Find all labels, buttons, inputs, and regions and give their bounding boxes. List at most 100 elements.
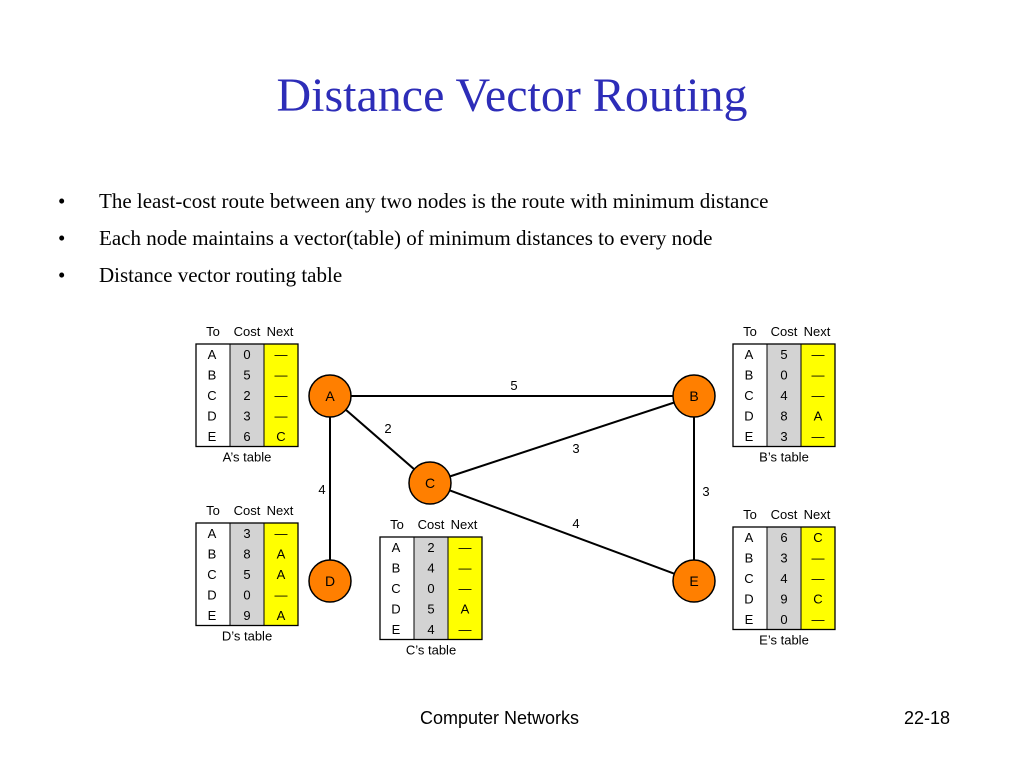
table-header: To: [206, 503, 220, 518]
table-border: [379, 536, 483, 641]
table-cell-to: E: [392, 622, 401, 637]
table-header: Next: [451, 517, 478, 532]
table-cell-to: C: [207, 567, 216, 582]
link-cost-label: 3: [702, 484, 709, 499]
table-header: Next: [804, 324, 831, 339]
cost-column-bg: [414, 537, 448, 640]
table-cell-cost: 8: [243, 547, 250, 562]
table-cell-to: E: [745, 612, 754, 627]
next-column-bg: [801, 344, 835, 447]
next-column-bg: [264, 344, 298, 447]
bullet-item: •Each node maintains a vector(table) of …: [58, 223, 769, 260]
table-header: Next: [267, 324, 294, 339]
table-cell-cost: 0: [780, 612, 787, 627]
link-a-c: [329, 395, 431, 484]
link-c-e: [429, 482, 695, 582]
table-header: Cost: [418, 517, 445, 532]
bullet-item: •Distance vector routing table: [58, 260, 769, 297]
link-cost-label: 2: [384, 421, 391, 436]
table-caption: D’s table: [222, 629, 272, 644]
next-column-bg: [448, 537, 482, 640]
table-cell-to: A: [208, 347, 217, 362]
node-label: B: [689, 388, 698, 404]
table-header: To: [206, 324, 220, 339]
table-cell-cost: 8: [780, 409, 787, 424]
bullet-dot: •: [58, 263, 66, 287]
table-cell-next: A: [461, 602, 470, 617]
table-cell-next: A: [277, 567, 286, 582]
table-cell-next: —: [812, 571, 825, 586]
node-label: E: [689, 573, 698, 589]
table-cell-cost: 0: [243, 347, 250, 362]
table-cell-next: —: [459, 561, 472, 576]
table-header: To: [743, 324, 757, 339]
table-cell-cost: 0: [780, 368, 787, 383]
table-cell-to: B: [208, 368, 217, 383]
table-cell-next: —: [275, 526, 288, 541]
table-cell-to: E: [208, 608, 217, 623]
table-cell-to: B: [745, 368, 754, 383]
table-cell-to: D: [207, 588, 216, 603]
table-header: To: [390, 517, 404, 532]
bullet-item: •The least-cost route between any two no…: [58, 186, 769, 223]
table-cell-cost: 9: [780, 592, 787, 607]
link-cost-label: 4: [572, 516, 579, 531]
table-header: Next: [267, 503, 294, 518]
table-border: [732, 343, 836, 448]
table-cell-cost: 0: [243, 588, 250, 603]
table-header: Next: [804, 507, 831, 522]
table-cell-to: D: [391, 602, 400, 617]
footer-course: Computer Networks: [420, 708, 580, 728]
table-cell-next: —: [275, 588, 288, 603]
table-cell-to: A: [392, 540, 401, 555]
table-cell-next: C: [813, 592, 822, 607]
table-cell-next: C: [813, 530, 822, 545]
table-cell-cost: 4: [427, 561, 434, 576]
table-border: [732, 526, 836, 631]
table-cell-next: —: [812, 347, 825, 362]
link-cost-label: 5: [510, 378, 517, 393]
bullet-dot: •: [58, 226, 66, 250]
table-cell-to: A: [745, 347, 754, 362]
table-header: To: [743, 507, 757, 522]
table-cell-next: C: [276, 429, 285, 444]
table-cell-to: E: [745, 429, 754, 444]
cost-column-bg: [230, 344, 264, 447]
table-cell-to: A: [208, 526, 217, 541]
table-header: Cost: [234, 503, 261, 518]
table-header: Cost: [234, 324, 261, 339]
table-cell-to: B: [745, 551, 754, 566]
table-cell-next: —: [275, 409, 288, 424]
bullet-list: •The least-cost route between any two no…: [58, 186, 769, 297]
table-cell-next: —: [812, 368, 825, 383]
table-cell-cost: 9: [243, 608, 250, 623]
table-cell-next: —: [812, 551, 825, 566]
table-header: Cost: [771, 324, 798, 339]
table-cell-to: A: [745, 530, 754, 545]
node-b: [672, 374, 716, 418]
table-cell-to: C: [744, 571, 753, 586]
table-header: Cost: [771, 507, 798, 522]
table-cell-to: D: [207, 409, 216, 424]
table-cell-next: —: [812, 612, 825, 627]
node-c: [408, 461, 452, 505]
table-cell-next: —: [459, 581, 472, 596]
table-cell-cost: 5: [427, 602, 434, 617]
table-cell-next: —: [459, 540, 472, 555]
table-cell-next: —: [459, 622, 472, 637]
link-cost-label: 3: [572, 441, 579, 456]
table-caption: C’s table: [406, 643, 456, 658]
node-e: [672, 559, 716, 603]
table-cell-next: —: [275, 388, 288, 403]
table-cell-to: B: [392, 561, 401, 576]
table-cell-next: —: [812, 388, 825, 403]
table-cell-cost: 3: [780, 429, 787, 444]
table-cell-cost: 5: [243, 368, 250, 383]
table-cell-cost: 6: [780, 530, 787, 545]
table-cell-cost: 5: [780, 347, 787, 362]
bullet-dot: •: [58, 189, 66, 213]
table-cell-next: —: [275, 368, 288, 383]
table-cell-next: —: [275, 347, 288, 362]
table-cell-cost: 2: [427, 540, 434, 555]
slide-title: Distance Vector Routing: [276, 69, 748, 122]
